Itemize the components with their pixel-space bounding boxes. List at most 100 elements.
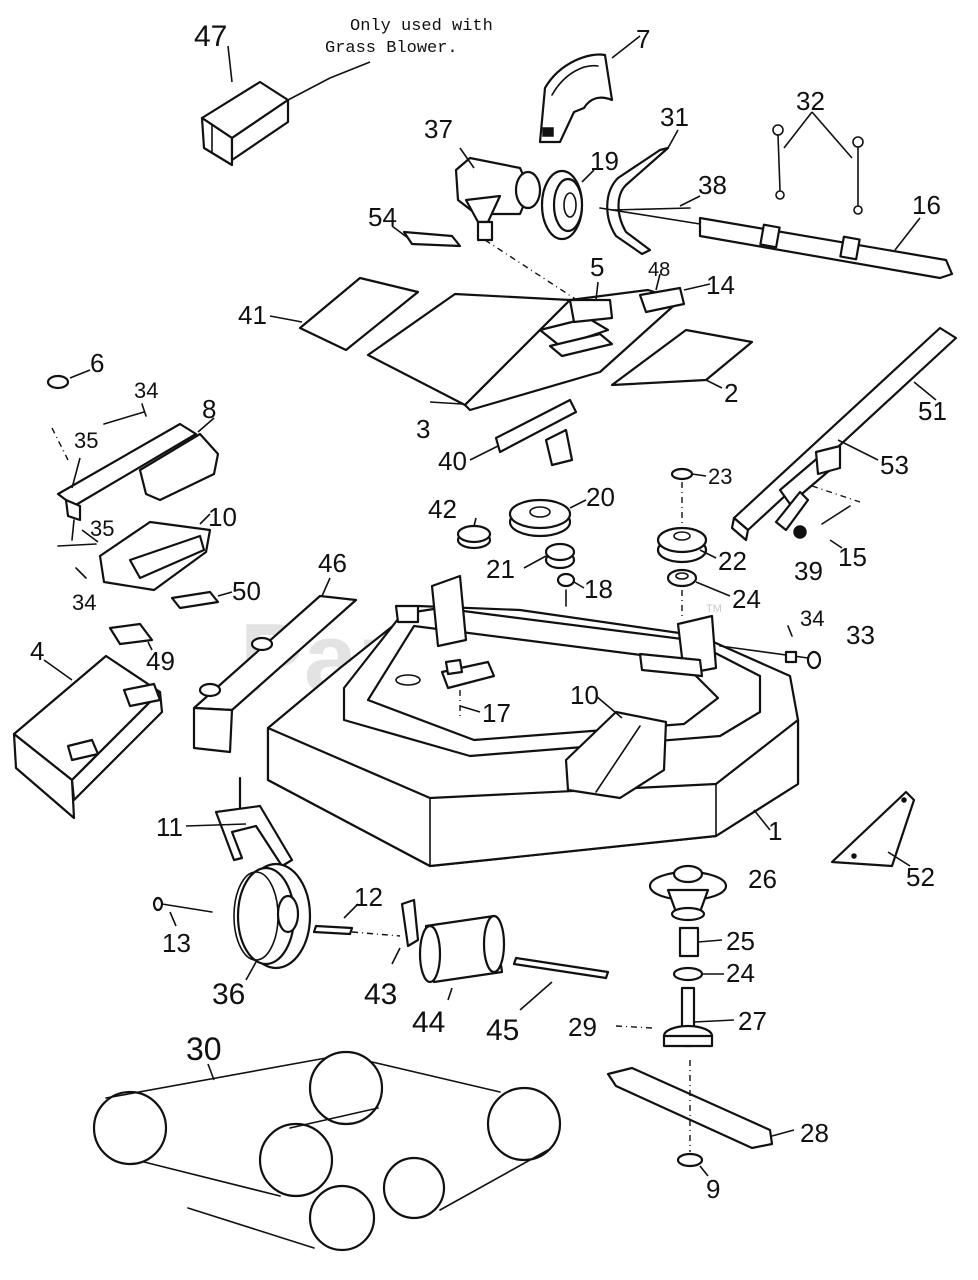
callout-39: 39: [794, 556, 823, 586]
callout-10-a: 10: [208, 502, 237, 532]
callout-12: 12: [354, 882, 383, 912]
part-43-adapter-plate[interactable]: [391, 898, 420, 965]
part-34-cotter-pin-c[interactable]: [787, 625, 793, 637]
part-26-spindle-housing[interactable]: [648, 864, 728, 922]
part-29-pin[interactable]: [615, 1025, 653, 1029]
callout-14: 14: [706, 270, 735, 300]
part-3-center-cover[interactable]: [366, 286, 686, 412]
part-18-bushing[interactable]: [556, 572, 585, 607]
part-51-frame-rail[interactable]: [730, 326, 958, 542]
part-27-spindle-shaft[interactable]: [662, 986, 735, 1048]
callout-25: 25: [726, 926, 755, 956]
callout-4: 4: [30, 636, 44, 666]
part-44-shaft-housing[interactable]: [418, 914, 506, 1001]
callout-3: 3: [416, 414, 430, 444]
callout-29: 29: [568, 1012, 597, 1042]
part-34-cotter-pin-b[interactable]: [75, 567, 87, 579]
callout-19: 19: [590, 146, 619, 176]
part-1-mower-deck[interactable]: [266, 574, 800, 868]
callout-50: 50: [232, 576, 261, 606]
watermark-tm: TM: [706, 603, 722, 615]
part-24-spacer-upper[interactable]: [666, 568, 731, 620]
part-24-spacer-lower[interactable]: [672, 966, 724, 982]
callout-46: 46: [318, 548, 347, 578]
part-19-pulley[interactable]: [540, 169, 595, 241]
callout-23: 23: [708, 464, 732, 489]
part-54-bracket[interactable]: [391, 225, 462, 248]
part-45-shaft[interactable]: [512, 956, 610, 1011]
callout-21: 21: [486, 554, 515, 584]
part-46-baffle[interactable]: [192, 577, 358, 754]
part-17-deck-bracket[interactable]: [440, 658, 496, 716]
part-53-frame-bracket[interactable]: [774, 439, 879, 532]
callout-52: 52: [906, 862, 935, 892]
part-36-triple-pulley[interactable]: [233, 862, 312, 981]
part-32-wire-clips[interactable]: [772, 111, 864, 215]
part-21-spacer[interactable]: [523, 542, 576, 570]
callout-38: 38: [698, 170, 727, 200]
callout-15: 15: [838, 542, 867, 572]
part-8-bracket-assembly[interactable]: [56, 417, 220, 522]
part-10-housing-right[interactable]: [564, 695, 668, 800]
part-6-knob[interactable]: [46, 369, 91, 390]
part-23-washer[interactable]: [670, 467, 707, 526]
callout-44: 44: [412, 1006, 445, 1039]
part-22-drive-pulley[interactable]: [656, 526, 717, 564]
part-11-tension-bracket[interactable]: [185, 776, 294, 868]
callout-33: 33: [846, 620, 875, 650]
callout-6: 6: [90, 348, 104, 378]
callout-42: 42: [428, 494, 457, 524]
part-42-idler-pulley[interactable]: [456, 517, 492, 550]
note-line-2: Grass Blower.: [325, 39, 458, 58]
part-10-housing-left[interactable]: [98, 513, 212, 592]
callout-48: 48: [648, 259, 670, 281]
part-25-bearing-spacer[interactable]: [678, 926, 723, 958]
part-15-bolt[interactable]: [821, 505, 851, 549]
part-2-side-plate[interactable]: [610, 328, 754, 389]
callout-5: 5: [590, 252, 604, 282]
callout-17: 17: [482, 698, 511, 728]
part-12-key[interactable]: [312, 903, 401, 937]
part-7-belt-guard[interactable]: [538, 35, 641, 144]
callout-16: 16: [912, 190, 941, 220]
callout-9: 9: [706, 1174, 720, 1204]
callout-labels: 47 7 37 19 31 38 32 16 54 5 48 14 41 2 3…: [30, 20, 947, 1204]
callout-2: 2: [724, 378, 738, 408]
note-line-1: Only used with: [350, 17, 493, 36]
part-9-washer[interactable]: [676, 1152, 709, 1177]
callout-20: 20: [586, 482, 615, 512]
part-20-pulley[interactable]: [508, 498, 587, 538]
part-30-drive-belt[interactable]: [92, 1050, 562, 1252]
part-47-blower-cover[interactable]: [200, 80, 290, 167]
part-52-corner-shield[interactable]: [830, 790, 916, 868]
callout-34-a: 34: [134, 378, 158, 403]
part-28-blade[interactable]: [606, 1060, 795, 1152]
callout-7: 7: [636, 24, 650, 54]
part-4-side-shield[interactable]: [12, 654, 164, 820]
part-16-drive-shaft[interactable]: [599, 207, 954, 280]
callout-53: 53: [880, 450, 909, 480]
part-37-gearbox[interactable]: [454, 147, 542, 242]
part-49-clip[interactable]: [108, 622, 154, 651]
callout-51: 51: [918, 396, 947, 426]
part-38-shaft-key[interactable]: [611, 207, 691, 211]
part-39-nut[interactable]: [793, 525, 807, 539]
callout-1: 1: [768, 816, 782, 846]
callout-32: 32: [796, 86, 825, 116]
part-34-cotter-pin-a[interactable]: [103, 403, 147, 425]
part-40-support[interactable]: [469, 398, 578, 467]
part-35-pin[interactable]: [57, 529, 99, 547]
callout-45: 45: [486, 1014, 519, 1047]
part-13-bolt[interactable]: [152, 896, 213, 927]
part-33-bolt[interactable]: [719, 645, 822, 670]
callout-22: 22: [718, 546, 747, 576]
part-50-clip[interactable]: [170, 590, 233, 610]
callout-13: 13: [162, 928, 191, 958]
callout-41: 41: [238, 300, 267, 330]
part-31-belt-guide[interactable]: [606, 129, 679, 256]
part-41-top-plate[interactable]: [269, 276, 420, 352]
callout-34-b: 34: [72, 590, 96, 615]
callout-31: 31: [660, 102, 689, 132]
callout-49: 49: [146, 646, 175, 676]
callout-18: 18: [584, 574, 613, 604]
